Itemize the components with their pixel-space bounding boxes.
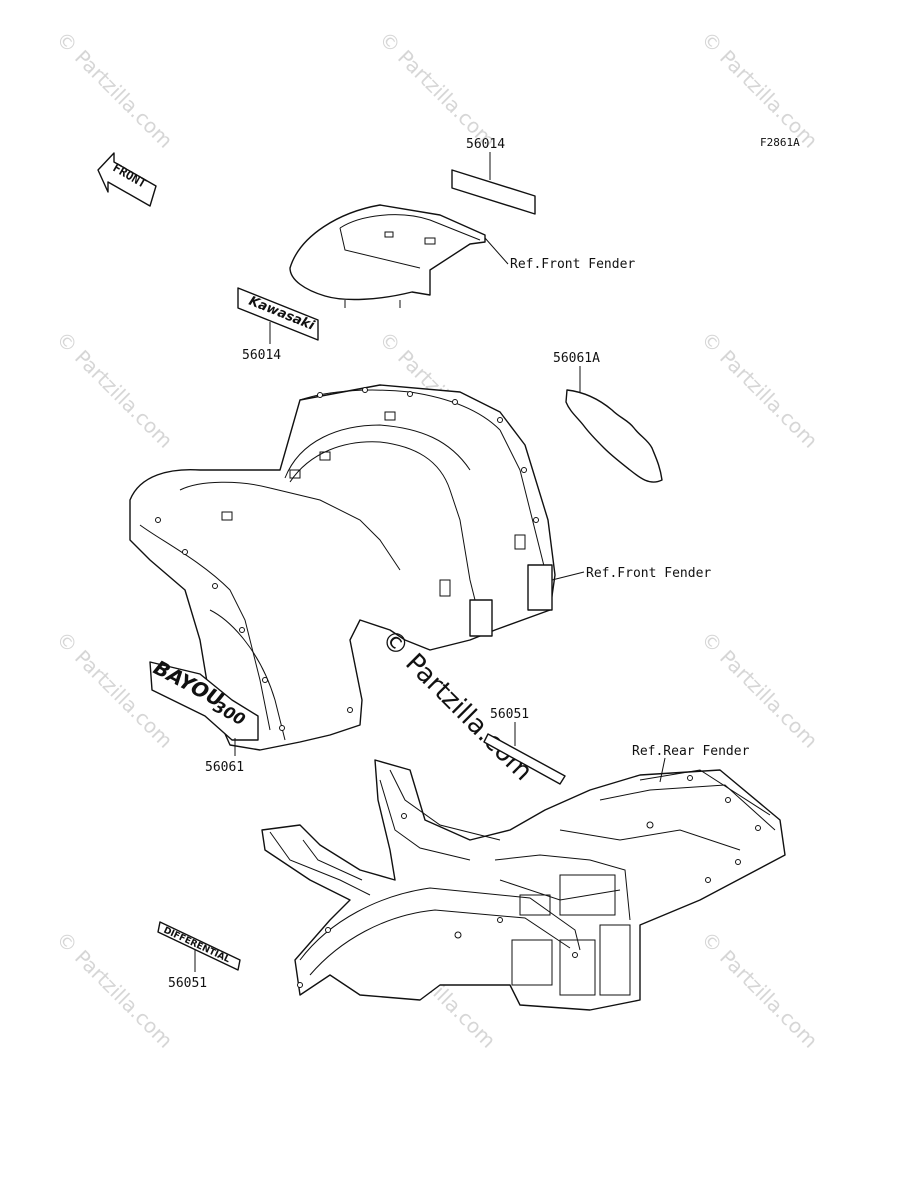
ref-front-fender-mid: Ref.Front Fender: [586, 566, 711, 581]
decal-56051-upper: [483, 733, 566, 785]
watermark-tile: © Partzilla.com: [696, 927, 822, 1053]
decal-56061a: [565, 389, 663, 483]
front-nose-cover: [289, 204, 509, 308]
figure-code: F2861A: [760, 136, 800, 149]
callout-56014-kawasaki: 56014: [242, 348, 281, 363]
watermark-tile: © Partzilla.com: [51, 327, 177, 453]
front-fender-main: [129, 384, 585, 751]
watermark-tile: © Partzilla.com: [51, 927, 177, 1053]
decal-56014-top: [451, 152, 536, 215]
callout-56051-upper: 56051: [490, 707, 529, 722]
callout-56014-top: 56014: [466, 137, 505, 152]
front-arrow-icon: FRONT: [97, 152, 157, 207]
differential-decal-text: DIFFERENTIAL: [162, 926, 232, 966]
decal-kawasaki: Kawasaki: [237, 287, 319, 344]
ref-front-fender-top: Ref.Front Fender: [510, 257, 635, 272]
watermark-tile: © Partzilla.com: [51, 27, 177, 153]
watermark-tile: © Partzilla.com: [696, 627, 822, 753]
callout-56061: 56061: [205, 760, 244, 775]
rear-fender: [261, 757, 786, 1011]
watermark-tile: © Partzilla.com: [374, 27, 500, 153]
callout-56061a: 56061A: [553, 351, 600, 366]
callout-56051-lower: 56051: [168, 976, 207, 991]
watermark-tile: © Partzilla.com: [696, 327, 822, 453]
watermark-tile: © Partzilla.com: [696, 27, 822, 153]
decal-differential: DIFFERENTIAL: [157, 921, 241, 972]
ref-rear-fender: Ref.Rear Fender: [632, 744, 750, 759]
partzilla-watermark: © Partzilla.com: [375, 624, 538, 787]
